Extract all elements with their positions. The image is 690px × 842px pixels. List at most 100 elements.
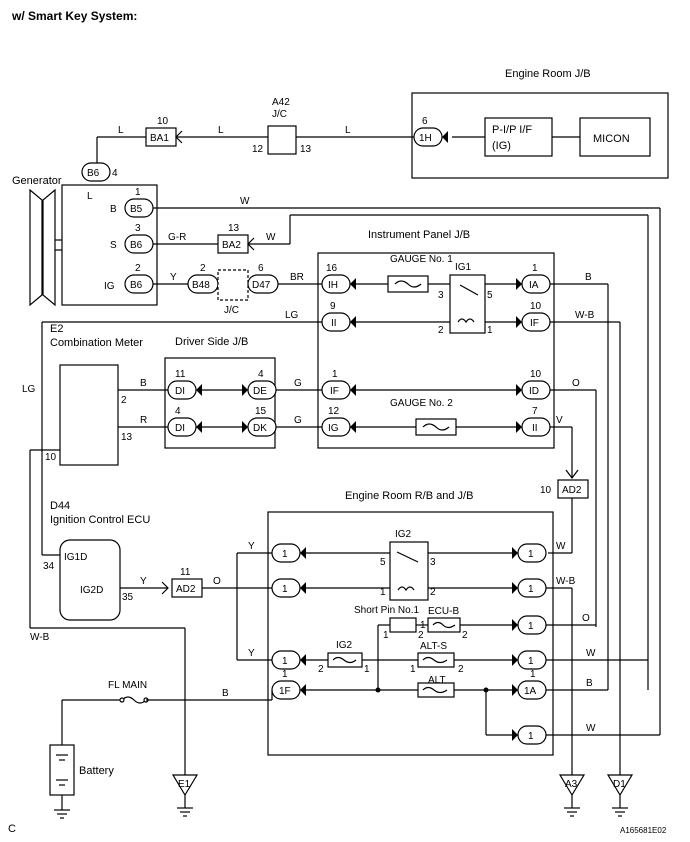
pin-10-id: 10 bbox=[530, 369, 542, 380]
wire-label-Y-rb1: Y bbox=[248, 541, 255, 552]
micon-label: MICON bbox=[593, 133, 630, 145]
alt-s-pin-2: 2 bbox=[458, 664, 464, 675]
arrow-ig-g bbox=[350, 421, 356, 433]
corner-code: C bbox=[8, 823, 16, 835]
wire-label-B-1a: B bbox=[586, 678, 593, 689]
alt-label: ALT bbox=[428, 675, 446, 686]
figure-id: A165681E02 bbox=[620, 826, 667, 835]
ig1-relay bbox=[449, 274, 486, 334]
arrow-id bbox=[516, 384, 522, 396]
connector-rb-r1 bbox=[517, 543, 547, 563]
ecu-b-label: ECU-B bbox=[428, 606, 459, 617]
arrow-ii-g bbox=[516, 421, 522, 433]
connector-ii-ip-label: II bbox=[331, 318, 337, 329]
connector-ad2-left-label: AD2 bbox=[176, 584, 196, 595]
connector-di-2-label: DI bbox=[175, 423, 185, 434]
a42-jc-label: J/C bbox=[272, 109, 287, 120]
ig2-coil bbox=[397, 586, 415, 592]
arrow-ad2-right bbox=[565, 469, 579, 479]
connector-rb-r5-label: 1 bbox=[528, 731, 534, 742]
ground-e1-label: E1 bbox=[178, 779, 191, 790]
wire-label-R-meter: R bbox=[140, 415, 147, 426]
ground-a3 bbox=[558, 774, 586, 797]
connector-1f-label: 1F bbox=[279, 686, 291, 697]
pin-4-di: 4 bbox=[175, 406, 181, 417]
connector-ba1-label: BA1 bbox=[150, 133, 169, 144]
wire-label-W-b5: W bbox=[240, 196, 250, 207]
connector-rb-r4-label: 1 bbox=[528, 656, 534, 667]
wire-label-Y-rb3: Y bbox=[248, 648, 255, 659]
ig2-fuse-pin-2: 2 bbox=[318, 664, 324, 675]
instrument-panel-jb-box bbox=[317, 252, 555, 449]
gauge1-fuse-symbol bbox=[394, 280, 422, 288]
wire-label-WB-if: W-B bbox=[575, 310, 595, 321]
ig2-fuse-label: IG2 bbox=[336, 640, 353, 651]
pin-34: 34 bbox=[43, 561, 55, 572]
arrow-if-ip bbox=[516, 316, 522, 328]
ignition-ecu-box bbox=[59, 539, 121, 621]
arrow-di-1 bbox=[196, 384, 202, 396]
arrow-rb-l1 bbox=[300, 547, 306, 559]
pin-1-b5: 1 bbox=[135, 187, 141, 198]
ground-d1 bbox=[606, 774, 634, 797]
pin-16: 16 bbox=[326, 263, 338, 274]
arrow-ii-ip bbox=[350, 316, 356, 328]
connector-d47-label: D47 bbox=[252, 280, 271, 291]
a42-jc-box bbox=[267, 125, 297, 155]
gauge2-label: GAUGE No. 2 bbox=[390, 398, 453, 409]
generator-label: Generator bbox=[12, 175, 62, 187]
ig1-label: IG1 bbox=[455, 262, 472, 273]
generator-pulley-left bbox=[29, 188, 43, 307]
battery-box bbox=[49, 744, 75, 796]
wire-label-B-ia: B bbox=[585, 272, 592, 283]
ecu-b-fuse bbox=[427, 617, 461, 633]
wire-label-LG-top: LG bbox=[285, 310, 299, 321]
connector-rb-l1-label: 1 bbox=[282, 549, 288, 560]
connector-b6-ig-label: B6 bbox=[130, 280, 143, 291]
connector-b6-s-label: B6 bbox=[130, 240, 143, 251]
ig2-fuse-pin-1: 1 bbox=[364, 664, 370, 675]
generator-body bbox=[61, 184, 158, 306]
connector-ba2-label: BA2 bbox=[222, 240, 241, 251]
wire-label-W-r5: W bbox=[586, 723, 596, 734]
ecu-b-pin-2: 2 bbox=[462, 630, 468, 641]
wire-label-O-ecub: O bbox=[582, 613, 590, 624]
ig1-pin-5: 5 bbox=[487, 290, 493, 301]
pin-10-ad2: 10 bbox=[540, 485, 552, 496]
pin-1-ia: 1 bbox=[532, 263, 538, 274]
pin-3-b6-s: 3 bbox=[135, 223, 141, 234]
micon-box bbox=[579, 117, 651, 157]
gauge2-fuse-symbol bbox=[422, 423, 450, 431]
pin-13-a42: 13 bbox=[300, 144, 312, 155]
alt-s-pin-1: 1 bbox=[410, 664, 416, 675]
connector-ig-g-label: IG bbox=[328, 423, 339, 434]
p-ip-if-sub-label: (IG) bbox=[492, 140, 511, 152]
wire-label-W-alts: W bbox=[586, 648, 596, 659]
p-ip-if-label: P-I/P I/F bbox=[492, 124, 532, 136]
wire-label-L-2: L bbox=[218, 125, 224, 136]
pin-2-meter: 2 bbox=[121, 395, 127, 406]
ground-e1 bbox=[171, 774, 199, 797]
connector-if-ip-label: IF bbox=[530, 318, 539, 329]
generator-L-terminal: L bbox=[87, 191, 93, 202]
ig2-relay-label: IG2 bbox=[395, 529, 412, 540]
wire-label-B-flmain: B bbox=[222, 688, 229, 699]
arrow-ih bbox=[350, 278, 356, 290]
short-pin bbox=[389, 617, 417, 633]
connector-ii-g-label: II bbox=[532, 423, 538, 434]
wire-label-WB-rb: W-B bbox=[556, 576, 576, 587]
ig1-pin-1: 1 bbox=[487, 325, 493, 336]
jc-box bbox=[217, 269, 249, 301]
pin-1-1a: 1 bbox=[530, 669, 536, 680]
ig2-switch bbox=[396, 551, 419, 563]
arrow-1f bbox=[300, 684, 306, 696]
wire-label-GR: G-R bbox=[168, 232, 186, 243]
ground-a3-label: A3 bbox=[565, 779, 578, 790]
gauge1-label: GAUGE No. 1 bbox=[390, 254, 453, 265]
wire-label-B-meter: B bbox=[140, 378, 147, 389]
arrow-ad2-left bbox=[161, 581, 169, 595]
alt-s-fuse-symbol bbox=[422, 656, 448, 664]
connector-rb-r1-label: 1 bbox=[528, 549, 534, 560]
